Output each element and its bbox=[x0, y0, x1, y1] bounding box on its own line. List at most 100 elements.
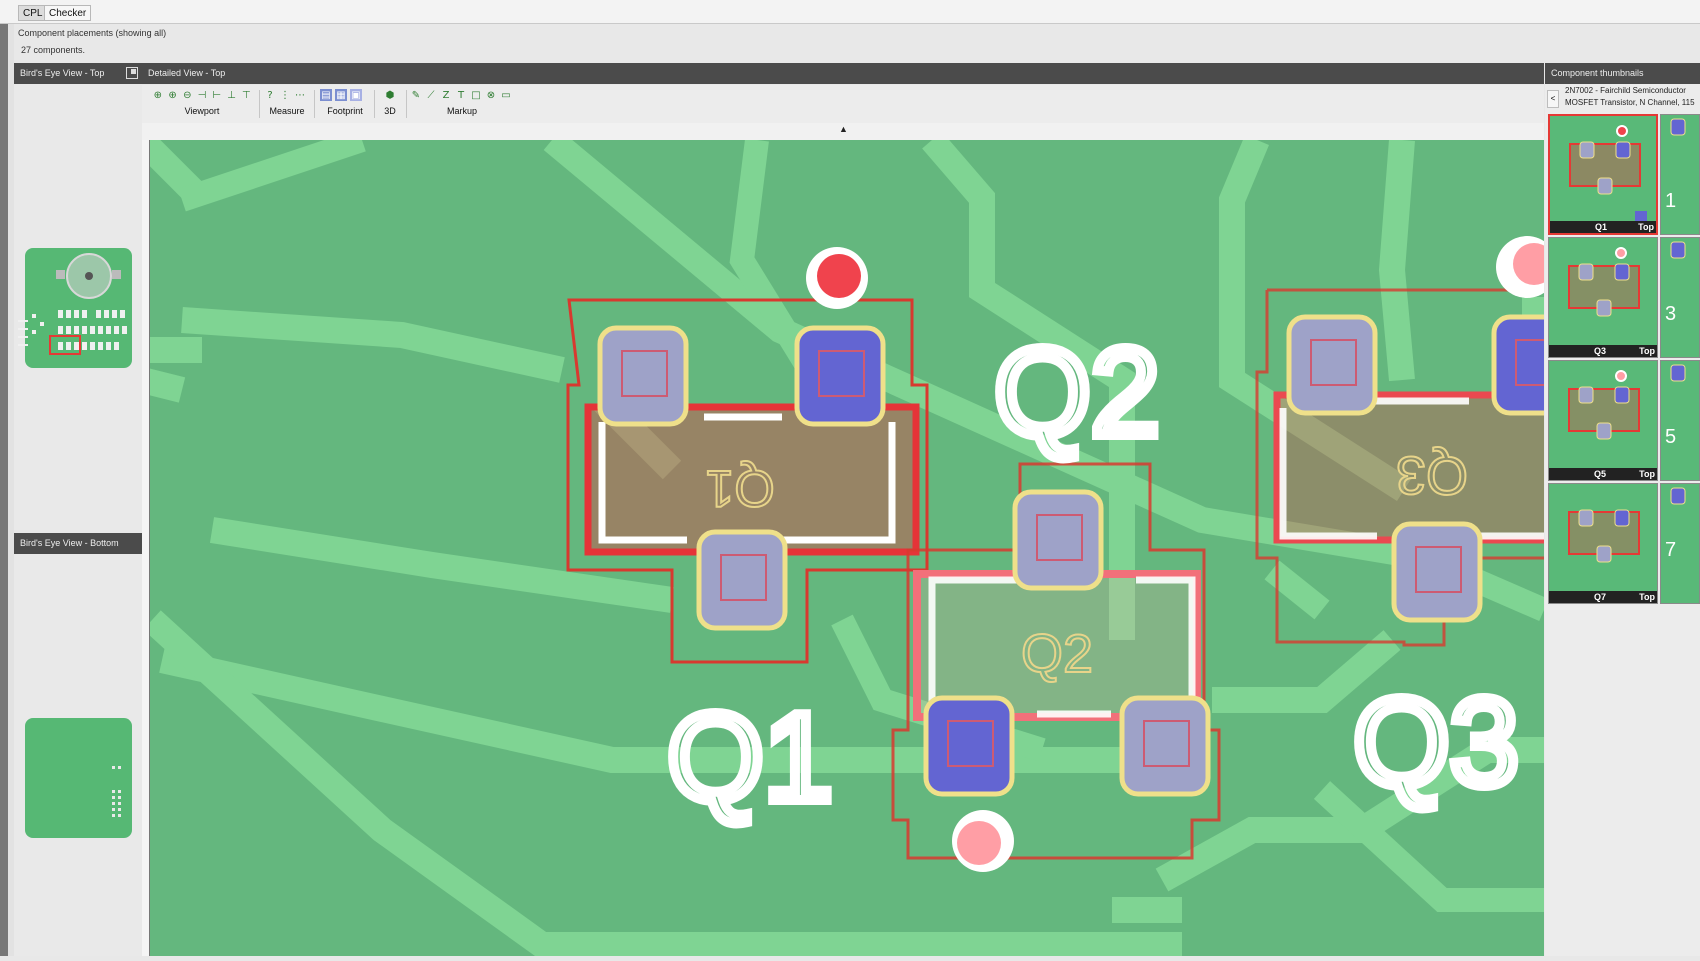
q2-pad-3[interactable] bbox=[1119, 695, 1211, 797]
measure-clear-icon[interactable]: ⋯ bbox=[295, 89, 305, 101]
component-q2[interactable]: Q2 bbox=[891, 462, 1221, 872]
thumbnail-q1[interactable]: Q1 Top bbox=[1548, 114, 1658, 235]
markup-zigzag-icon[interactable]: Z bbox=[442, 89, 450, 101]
birds-eye-top-header: Bird's Eye View - Top bbox=[14, 63, 142, 84]
toolbar-label-measure: Measure bbox=[269, 106, 305, 116]
tab-checker[interactable]: Checker bbox=[44, 5, 92, 21]
trace bbox=[1378, 139, 1415, 382]
q1-pad-2-hole bbox=[818, 350, 865, 397]
thumbnail-q5[interactable]: Q5 Top bbox=[1548, 360, 1658, 481]
q1-pad-1[interactable] bbox=[597, 325, 689, 427]
birds-eye-top-title: Bird's Eye View - Top bbox=[20, 68, 105, 78]
thumbnails-header: Component thumbnails bbox=[1545, 63, 1700, 84]
viewport-indicator[interactable] bbox=[49, 335, 81, 355]
thumbnail-q5-side: Top bbox=[1639, 469, 1655, 479]
zoom-in-icon[interactable]: ⊕ bbox=[168, 89, 177, 101]
maximize-icon[interactable] bbox=[126, 67, 138, 79]
q2-fab-label: Q2 bbox=[1021, 624, 1093, 684]
pcb-svg: Q1 Q2 bbox=[132, 128, 1583, 958]
markup-delete-icon[interactable]: ⊗ bbox=[486, 89, 496, 101]
toolbar-group-footprint: ▤ ▦ ▣ Footprint bbox=[320, 88, 370, 120]
measure-distance-icon[interactable]: ⋮ bbox=[280, 89, 290, 101]
thumbnail-description-line1: 2N7002 - Fairchild Semiconductor bbox=[1565, 86, 1686, 95]
vertical-ruler bbox=[142, 140, 150, 956]
q3-pad-1-hole bbox=[1310, 339, 1357, 386]
measure-help-icon[interactable]: ? bbox=[267, 89, 273, 101]
q2-courtyard bbox=[891, 462, 1221, 860]
thumbnail-q7-art bbox=[1568, 509, 1640, 563]
designator-q3: Q3 bbox=[1353, 674, 1518, 812]
thumbnail-q3-label: Q3 Top bbox=[1549, 345, 1657, 357]
q3-pad-1[interactable] bbox=[1286, 314, 1378, 416]
board-bottom-pads bbox=[112, 766, 121, 817]
q1-fab-label: Q1 bbox=[705, 459, 774, 517]
q1-pad-3[interactable] bbox=[696, 529, 788, 631]
thumbnail-q7-label: Q7 Top bbox=[1549, 591, 1657, 603]
markup-box-icon[interactable]: □ bbox=[471, 89, 481, 101]
toolbar-group-viewport: ⊕ ⊕ ⊖ ⊣ ⊢ ⊥ ⊤ Viewport bbox=[152, 88, 252, 120]
q2-pad-1[interactable] bbox=[1012, 489, 1104, 591]
3d-cube-icon[interactable]: ⬢ bbox=[385, 89, 395, 101]
trace bbox=[209, 517, 674, 613]
q2-pad-1-hole bbox=[1036, 514, 1083, 561]
birds-eye-bottom-view[interactable] bbox=[14, 554, 142, 956]
designator-q2: Q2 bbox=[994, 324, 1159, 462]
pan-right-icon[interactable]: ⊢ bbox=[212, 89, 222, 101]
toolbar-label-markup: Markup bbox=[446, 106, 477, 116]
toolbar-divider bbox=[374, 90, 375, 118]
thumbnail-q1-ref: Q1 bbox=[1595, 222, 1608, 232]
trace bbox=[922, 131, 1135, 640]
collapse-toolbar-icon[interactable]: ▲ bbox=[839, 124, 848, 134]
birds-eye-bottom-title: Bird's Eye View - Bottom bbox=[20, 538, 119, 548]
pan-down-icon[interactable]: ⊤ bbox=[241, 89, 251, 101]
q3-pad-3[interactable] bbox=[1391, 521, 1483, 623]
toolbar-label-3d: 3D bbox=[384, 106, 396, 116]
toolbar-collapse-row: ▲ bbox=[142, 123, 1544, 140]
thumbnail-q6-partial[interactable]: 5 bbox=[1660, 360, 1700, 481]
zoom-out-icon[interactable]: ⊖ bbox=[183, 89, 192, 101]
zoom-fit-icon[interactable]: ⊕ bbox=[153, 89, 163, 101]
thumbnail-q8-peek: 7 bbox=[1665, 539, 1676, 561]
left-splitter[interactable] bbox=[8, 24, 14, 956]
toolbar-group-measure: ? ⋮ ⋯ Measure bbox=[264, 88, 310, 120]
component-q1[interactable]: Q1 bbox=[566, 247, 929, 664]
birds-eye-top-canvas bbox=[18, 248, 132, 368]
thumbnail-q4-art: 3 bbox=[1665, 241, 1686, 325]
thumbnail-q2-partial[interactable]: 1 bbox=[1660, 114, 1700, 235]
pan-up-icon[interactable]: ⊥ bbox=[227, 89, 236, 101]
thumbnail-q4-partial[interactable]: 3 bbox=[1660, 237, 1700, 358]
trace bbox=[1313, 781, 1544, 912]
thumbnail-q6-peek: 5 bbox=[1665, 426, 1676, 448]
q1-pad-2[interactable] bbox=[794, 325, 886, 427]
thumbnail-prev-button[interactable]: < bbox=[1547, 90, 1559, 108]
thumbnail-q6-art: 5 bbox=[1665, 364, 1686, 448]
trace bbox=[178, 128, 366, 212]
trace bbox=[1264, 560, 1330, 620]
copper-traces-2 bbox=[178, 128, 1549, 912]
thumbnail-q8-partial[interactable]: 7 bbox=[1660, 483, 1700, 604]
thumbnail-q5-art bbox=[1568, 370, 1640, 440]
q2-pad-2[interactable] bbox=[923, 695, 1015, 797]
thumbnail-q2-art: 1 bbox=[1665, 118, 1686, 212]
pan-left-icon[interactable]: ⊣ bbox=[197, 89, 207, 101]
board-bottom-thumbnail bbox=[25, 718, 132, 838]
footprint-courtyard-icon[interactable]: ▣ bbox=[350, 89, 362, 101]
birds-eye-top-view[interactable] bbox=[14, 84, 142, 530]
markup-line-icon[interactable]: ⟋ bbox=[427, 89, 435, 101]
detailed-view-header: Detailed View - Top bbox=[142, 63, 1544, 84]
markup-note-icon[interactable]: ▭ bbox=[501, 89, 511, 101]
thumbnail-q7[interactable]: Q7 Top bbox=[1548, 483, 1658, 604]
toolbar-divider bbox=[314, 90, 315, 118]
footprint-outline-icon[interactable]: ▦ bbox=[335, 89, 347, 101]
q1-courtyard bbox=[566, 298, 929, 664]
markup-pen-icon[interactable]: ✎ bbox=[411, 89, 421, 101]
q2-selection-box bbox=[913, 570, 1201, 721]
board-pad-rows bbox=[18, 310, 127, 350]
footprint-pads-icon[interactable]: ▤ bbox=[320, 89, 332, 101]
thumbnail-q5-ref: Q5 bbox=[1594, 469, 1607, 479]
thumbnail-q3[interactable]: Q3 Top bbox=[1548, 237, 1658, 358]
markup-text-icon[interactable]: T bbox=[457, 89, 465, 101]
q3-pad-2[interactable] bbox=[1491, 314, 1583, 416]
pcb-detailed-canvas[interactable]: Q1 Q2 bbox=[132, 128, 1583, 958]
thumbnail-q4-peek: 3 bbox=[1665, 303, 1676, 325]
